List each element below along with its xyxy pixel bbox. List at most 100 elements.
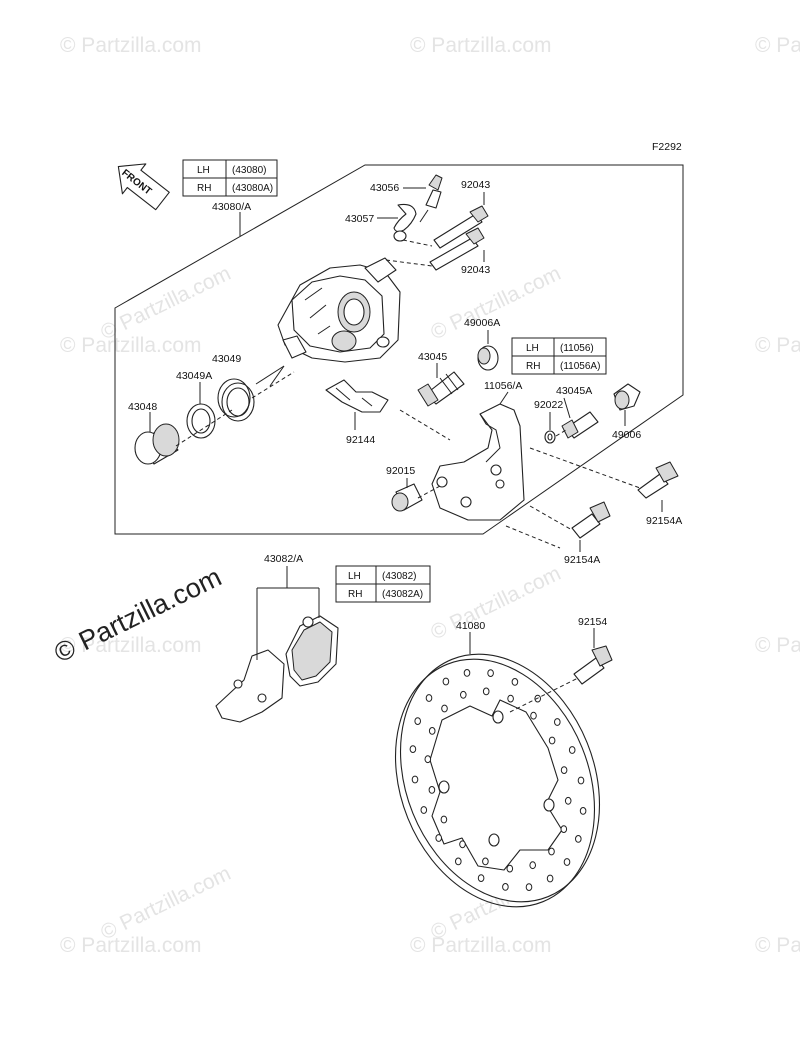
lh-rh-table-caliper: LH (43080) RH (43080A) xyxy=(182,159,278,197)
watermark: © Partzilla.com xyxy=(755,634,800,657)
callout-pin-a: 43045A xyxy=(556,385,592,397)
svg-text:RH: RH xyxy=(526,361,540,372)
callout-caliper-assembly: 43080/A xyxy=(212,201,251,213)
washer xyxy=(544,430,556,444)
boot-b xyxy=(613,383,641,411)
disc-hole xyxy=(506,864,514,873)
caliper-body xyxy=(277,257,401,363)
disc-hole xyxy=(482,857,489,866)
svg-text:RH: RH xyxy=(348,589,362,600)
callout-disc: 41080 xyxy=(456,620,485,632)
callout-piston-seal: 43049 xyxy=(212,353,241,365)
callout-bolt-right: 92154A xyxy=(646,515,682,527)
watermark: © Partzilla.com xyxy=(60,34,202,57)
callout-bleeder-valve: 43056 xyxy=(370,182,399,194)
svg-text:(43080): (43080) xyxy=(232,165,266,176)
callout-pad-spring: 92144 xyxy=(346,434,375,446)
disc-hole xyxy=(560,766,568,774)
disc-hole xyxy=(463,669,471,677)
callout-boot-b: 49006 xyxy=(612,429,641,441)
disc-hole xyxy=(482,687,490,696)
bolt-bottom xyxy=(571,501,611,539)
bolt-right xyxy=(637,461,679,499)
watermark: © Partzilla.com xyxy=(427,562,564,645)
bushing xyxy=(391,483,423,512)
disc-hole xyxy=(577,776,585,785)
disc-hole xyxy=(530,711,537,720)
callout-dust-seal: 43049A xyxy=(176,370,212,382)
front-arrow-icon: FRONT xyxy=(117,163,170,211)
disc-hole xyxy=(563,858,571,866)
disc-hole xyxy=(568,746,576,754)
disc-hole xyxy=(477,874,485,882)
piston-seal xyxy=(217,378,255,422)
bleeder-cap xyxy=(393,203,417,242)
callout-washer: 92022 xyxy=(534,399,563,411)
callout-caliper-bolt-bottom: 92043 xyxy=(461,264,490,276)
lh-rh-table-bracket: LH (11056) RH (11056A) xyxy=(511,337,607,375)
disc-hole xyxy=(548,736,556,745)
watermark: © Partzilla.com xyxy=(427,262,564,345)
disc-hole xyxy=(564,796,572,805)
brake-pads xyxy=(215,615,339,723)
watermark: © Partzilla.com xyxy=(60,634,202,657)
disc-hole xyxy=(411,775,419,784)
pad-spring xyxy=(325,379,389,413)
callout-pads: 43082/A xyxy=(264,553,303,565)
assembly-guide-lines xyxy=(175,239,641,713)
disc-hole xyxy=(487,669,494,677)
leader-lines xyxy=(149,187,663,660)
watermark: © Partzilla.com xyxy=(755,34,800,57)
pin xyxy=(417,371,465,407)
disc-hole xyxy=(420,806,428,814)
disc-hole xyxy=(441,704,448,713)
svg-text:LH: LH xyxy=(348,571,361,582)
watermark: © Partzilla.com xyxy=(410,934,552,957)
svg-text:LH: LH xyxy=(197,165,210,176)
lh-rh-table-pads: LH (43082) RH (43082A) xyxy=(335,565,431,603)
svg-text:(11056A): (11056A) xyxy=(560,361,600,372)
callout-bolt-bottom: 92154A xyxy=(564,554,600,566)
callout-bracket: 11056/A xyxy=(484,380,522,392)
disc-hole xyxy=(409,745,417,753)
pin-a xyxy=(561,411,599,439)
callout-boot: 49006A xyxy=(464,317,500,329)
disc-hole xyxy=(460,690,467,699)
disc-hole xyxy=(442,677,450,686)
boot xyxy=(477,345,499,371)
caliper-bolt-bottom xyxy=(429,227,485,271)
svg-text:(43082A): (43082A) xyxy=(382,589,423,600)
svg-text:LH: LH xyxy=(526,343,539,354)
watermark: © Partzilla.com xyxy=(97,262,234,345)
disc-hole xyxy=(414,717,422,725)
disc-hole xyxy=(554,718,561,726)
disc-hole xyxy=(511,678,519,686)
watermark: © Partzilla.com xyxy=(60,334,202,357)
disc-hole xyxy=(548,847,555,856)
disc-hole xyxy=(575,835,582,843)
disc-hole xyxy=(428,727,436,735)
disc-hole xyxy=(428,786,436,794)
svg-text:RH: RH xyxy=(197,183,211,194)
disc-hole xyxy=(435,834,443,842)
disc-hole xyxy=(440,815,448,824)
disc-hole xyxy=(459,840,466,849)
disc-hole xyxy=(455,857,462,866)
svg-text:(43080A): (43080A) xyxy=(232,183,273,194)
disc-hole xyxy=(560,825,568,833)
svg-text:(43082): (43082) xyxy=(382,571,416,582)
callout-bleeder-cap: 43057 xyxy=(345,213,374,225)
piston xyxy=(134,423,180,465)
disc-hole xyxy=(525,883,533,891)
bleeder-valve xyxy=(419,174,443,223)
callouts: 43080/A 43056 43057 92043 92043 43049 43… xyxy=(128,179,682,632)
diagram-code: F2292 xyxy=(652,141,682,153)
caliper-bolt-top xyxy=(433,205,489,249)
watermark: © Partzilla.com xyxy=(97,862,234,945)
watermark: © Partzilla.com xyxy=(755,934,800,957)
dust-seal xyxy=(186,403,216,439)
disc-hole xyxy=(529,861,537,870)
watermark: © Partzilla.com xyxy=(755,334,800,357)
watermark: © Partzilla.com xyxy=(410,34,552,57)
